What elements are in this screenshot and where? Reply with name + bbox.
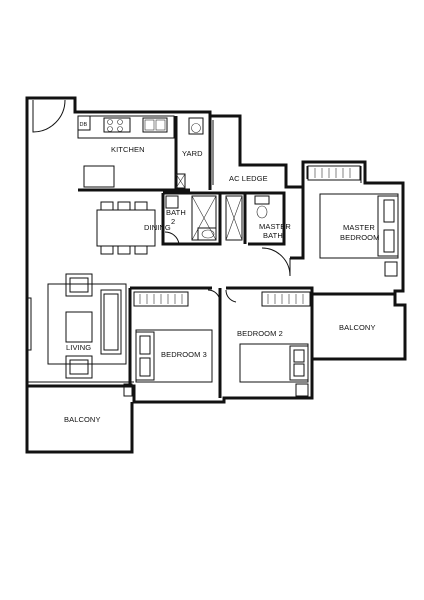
balcony-right-label: BALCONY (339, 323, 376, 332)
living-furniture (47, 273, 127, 379)
kitchen-label: KITCHEN (111, 145, 145, 154)
bath2-label-line2: 2 (171, 217, 175, 226)
master-bedroom-furniture (307, 165, 399, 277)
living-label: LIVING (66, 343, 91, 352)
doors (28, 99, 291, 351)
exterior-walls (25, 96, 407, 454)
bedroom3-label: BEDROOM 3 (161, 350, 207, 359)
balcony-left-label: BALCONY (64, 415, 101, 424)
master-bedroom-label-line2: BEDROOM (340, 233, 379, 242)
bedroom3-furniture (123, 291, 213, 397)
bath-fixtures (165, 195, 270, 241)
interior-walls (27, 116, 395, 398)
bath2-label-line1: BATH (166, 208, 186, 217)
master-bath-label-line2: BATH (263, 231, 283, 240)
bedroom2-label: BEDROOM 2 (237, 329, 283, 338)
dining-label: DINING (144, 223, 171, 232)
master-bath-label-line1: MASTER (259, 222, 291, 231)
master-bedroom-label-line1: MASTER (343, 223, 375, 232)
dining-set (96, 201, 156, 255)
db-label: DB (80, 122, 88, 128)
room-labels: KITCHEN YARD AC LEDGE DINING BATH 2 MAST… (64, 145, 379, 424)
ac-ledge-label: AC LEDGE (229, 174, 268, 183)
bedroom2-furniture (239, 291, 311, 397)
yard-label: YARD (182, 149, 203, 158)
kitchen-fixtures: DB (77, 115, 204, 189)
